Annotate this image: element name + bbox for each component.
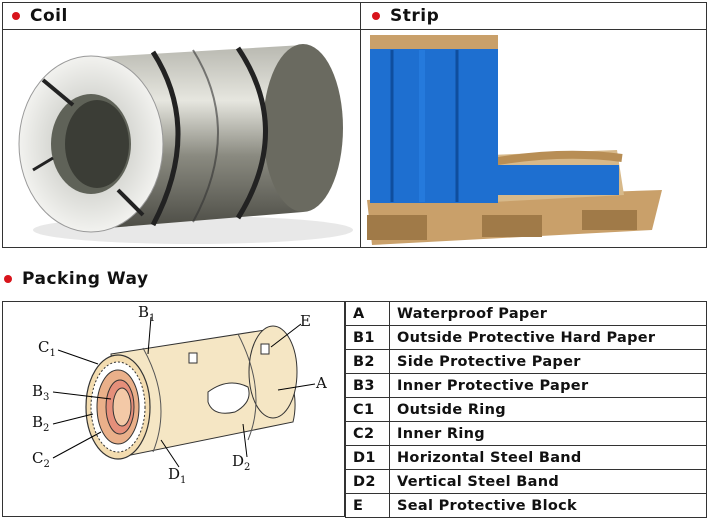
- packing-diagram: [3, 302, 344, 516]
- legend-name: Outside Protective Hard Paper: [389, 325, 707, 350]
- legend-name: Inner Ring: [389, 421, 707, 446]
- legend-name: Side Protective Paper: [389, 349, 707, 374]
- legend-code: D2: [345, 469, 390, 494]
- legend-code: A: [345, 301, 390, 326]
- top-frame: [2, 2, 707, 248]
- label-b3: B3: [32, 382, 50, 403]
- legend-name: Waterproof Paper: [389, 301, 707, 326]
- label-d1: D1: [168, 465, 187, 486]
- top-divider-h: [2, 29, 707, 30]
- bullet-icon: [4, 275, 12, 283]
- legend-name: Vertical Steel Band: [389, 469, 707, 494]
- legend-name: Horizontal Steel Band: [389, 445, 707, 470]
- legend-code: B1: [345, 325, 390, 350]
- label-c1: C1: [38, 338, 56, 359]
- legend-name: Outside Ring: [389, 397, 707, 422]
- strip-header: Strip: [372, 6, 439, 26]
- legend-code: E: [345, 493, 390, 518]
- label-e: E: [300, 312, 311, 330]
- label-b1: B1: [138, 303, 156, 324]
- legend-name: Seal Protective Block: [389, 493, 707, 518]
- legend-code: B2: [345, 349, 390, 374]
- label-d2: D2: [232, 452, 251, 473]
- diagram-frame: [2, 301, 345, 517]
- coil-header: Coil: [12, 6, 68, 26]
- label-a: A: [316, 374, 327, 392]
- legend-code: B3: [345, 373, 390, 398]
- legend-code: D1: [345, 445, 390, 470]
- bullet-icon: [12, 12, 20, 20]
- packing-header: Packing Way: [4, 269, 149, 289]
- coil-photo: [3, 30, 359, 247]
- legend-code: C2: [345, 421, 390, 446]
- bullet-icon: [372, 12, 380, 20]
- label-c2: C2: [32, 449, 50, 470]
- legend-code: C1: [345, 397, 390, 422]
- strip-photo: [362, 30, 706, 247]
- label-b2: B2: [32, 413, 50, 434]
- legend-name: Inner Protective Paper: [389, 373, 707, 398]
- top-divider-v: [360, 2, 361, 248]
